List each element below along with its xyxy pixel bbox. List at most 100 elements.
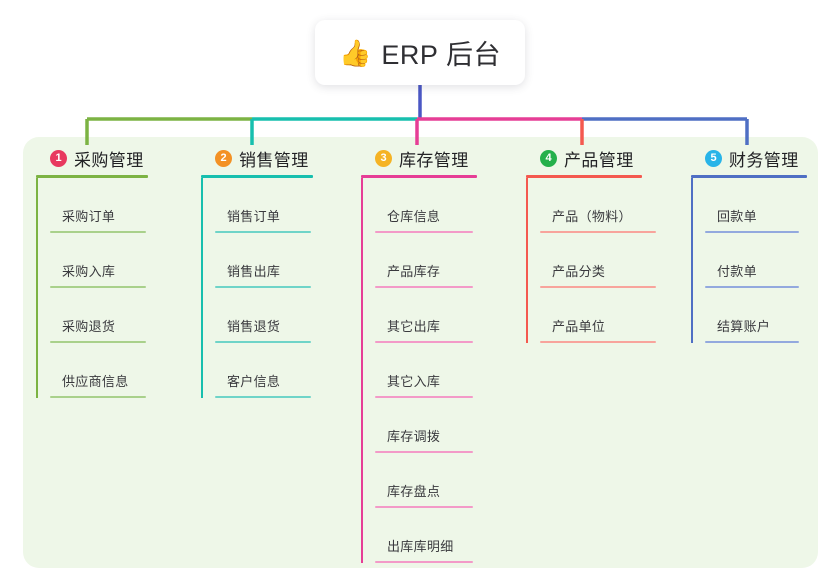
leaf-label: 仓库信息 [387, 209, 441, 224]
leaf-label: 销售出库 [227, 264, 281, 279]
leaf-item[interactable]: 库存调拨 [375, 398, 477, 453]
leaf-item[interactable]: 销售订单 [215, 178, 313, 233]
leaf-label: 结算账户 [717, 319, 771, 334]
leaf-label: 产品分类 [552, 264, 606, 279]
branch-column-销售管理: 2 销售管理销售订单销售出库销售退货客户信息 [201, 145, 313, 398]
branch-spine-4 [526, 178, 528, 343]
leaf-label: 出库库明细 [387, 539, 454, 554]
leaf-underline [375, 231, 473, 233]
branch-badge-1: 1 [50, 149, 67, 167]
branch-spine-5 [691, 178, 693, 343]
leaf-underline [705, 341, 799, 343]
leaf-item[interactable]: 销售退货 [215, 288, 313, 343]
leaf-label: 回款单 [717, 209, 757, 224]
leaf-underline [375, 286, 473, 288]
leaf-item[interactable]: 回款单 [705, 178, 807, 233]
branch-underline-3 [361, 175, 477, 178]
leaf-underline [540, 231, 656, 233]
branch-underline-5 [691, 175, 807, 178]
leaf-item[interactable]: 采购订单 [50, 178, 148, 233]
branch-header-5[interactable]: 5 财务管理 [691, 145, 807, 171]
branch-badge-3: 3 [375, 149, 392, 167]
branch-underline-2 [201, 175, 313, 178]
leaf-label: 付款单 [717, 264, 757, 279]
branch-title-5: 财务管理 [729, 150, 799, 170]
branch-header-4[interactable]: 4 产品管理 [526, 145, 642, 171]
leaf-underline [215, 231, 311, 233]
leaf-label: 采购退货 [62, 319, 116, 334]
leaf-label: 采购订单 [62, 209, 116, 224]
branch-title-1: 采购管理 [74, 150, 144, 170]
branch-header-1[interactable]: 1 采购管理 [36, 145, 148, 171]
leaf-item[interactable]: 出库库明细 [375, 508, 477, 563]
branch-spine-1 [36, 178, 38, 398]
leaf-item[interactable]: 结算账户 [705, 288, 807, 343]
leaf-item[interactable]: 产品分类 [540, 233, 656, 288]
leaf-underline [215, 341, 311, 343]
leaf-underline [540, 286, 656, 288]
branch-title-2: 销售管理 [239, 150, 309, 170]
leaf-label: 其它入库 [387, 374, 441, 389]
leaf-label: 客户信息 [227, 374, 281, 389]
branch-column-库存管理: 3 库存管理仓库信息产品库存其它出库其它入库库存调拨库存盘点出库库明细 [361, 145, 477, 563]
branch-underline-1 [36, 175, 148, 178]
leaf-item[interactable]: 产品单位 [540, 288, 656, 343]
leaf-item[interactable]: 其它出库 [375, 288, 477, 343]
leaf-underline [50, 286, 146, 288]
leaf-label: 产品库存 [387, 264, 441, 279]
branch-column-采购管理: 1 采购管理采购订单采购入库采购退货供应商信息 [36, 145, 148, 398]
leaf-label: 产品单位 [552, 319, 606, 334]
leaf-list-3: 仓库信息产品库存其它出库其它入库库存调拨库存盘点出库库明细 [361, 178, 477, 563]
leaf-label: 采购入库 [62, 264, 116, 279]
branch-badge-2: 2 [215, 149, 232, 167]
leaf-list-5: 回款单付款单结算账户 [691, 178, 807, 343]
branch-header-2[interactable]: 2 销售管理 [201, 145, 313, 171]
leaf-underline [215, 286, 311, 288]
leaf-label: 产品（物料） [552, 209, 632, 224]
leaf-item[interactable]: 采购入库 [50, 233, 148, 288]
leaf-item[interactable]: 产品库存 [375, 233, 477, 288]
leaf-label: 库存调拨 [387, 429, 441, 444]
leaf-underline [215, 396, 311, 398]
branch-badge-5: 5 [705, 149, 722, 167]
leaf-list-1: 采购订单采购入库采购退货供应商信息 [36, 178, 148, 398]
leaf-item[interactable]: 其它入库 [375, 343, 477, 398]
leaf-item[interactable]: 付款单 [705, 233, 807, 288]
leaf-item[interactable]: 仓库信息 [375, 178, 477, 233]
leaf-label: 其它出库 [387, 319, 441, 334]
root-title: ERP 后台 [381, 40, 501, 70]
leaf-underline [375, 341, 473, 343]
leaf-underline [50, 396, 146, 398]
thumbs-up-emoji: 👍 [339, 37, 372, 68]
branch-spine-2 [201, 178, 203, 398]
leaf-item[interactable]: 供应商信息 [50, 343, 148, 398]
branch-title-4: 产品管理 [564, 150, 634, 170]
leaf-label: 库存盘点 [387, 484, 441, 499]
leaf-item[interactable]: 采购退货 [50, 288, 148, 343]
branch-title-3: 库存管理 [399, 150, 469, 170]
leaf-item[interactable]: 销售出库 [215, 233, 313, 288]
root-node[interactable]: 👍 ERP 后台 [315, 20, 525, 85]
leaf-underline [705, 286, 799, 288]
leaf-underline [50, 231, 146, 233]
leaf-underline [375, 451, 473, 453]
leaf-underline [375, 506, 473, 508]
leaf-underline [375, 561, 473, 563]
leaf-item[interactable]: 库存盘点 [375, 453, 477, 508]
leaf-item[interactable]: 客户信息 [215, 343, 313, 398]
leaf-underline [50, 341, 146, 343]
leaf-item[interactable]: 产品（物料） [540, 178, 656, 233]
leaf-label: 供应商信息 [62, 374, 129, 389]
leaf-underline [375, 396, 473, 398]
branch-badge-4: 4 [540, 149, 557, 167]
leaf-underline [540, 341, 656, 343]
background-panel [23, 137, 818, 568]
leaf-label: 销售订单 [227, 209, 281, 224]
leaf-list-4: 产品（物料） 产品分类产品单位 [526, 178, 656, 343]
branch-spine-3 [361, 178, 363, 563]
branch-column-产品管理: 4 产品管理产品（物料） 产品分类产品单位 [526, 145, 656, 343]
branch-underline-4 [526, 175, 642, 178]
leaf-underline [705, 231, 799, 233]
branch-header-3[interactable]: 3 库存管理 [361, 145, 477, 171]
